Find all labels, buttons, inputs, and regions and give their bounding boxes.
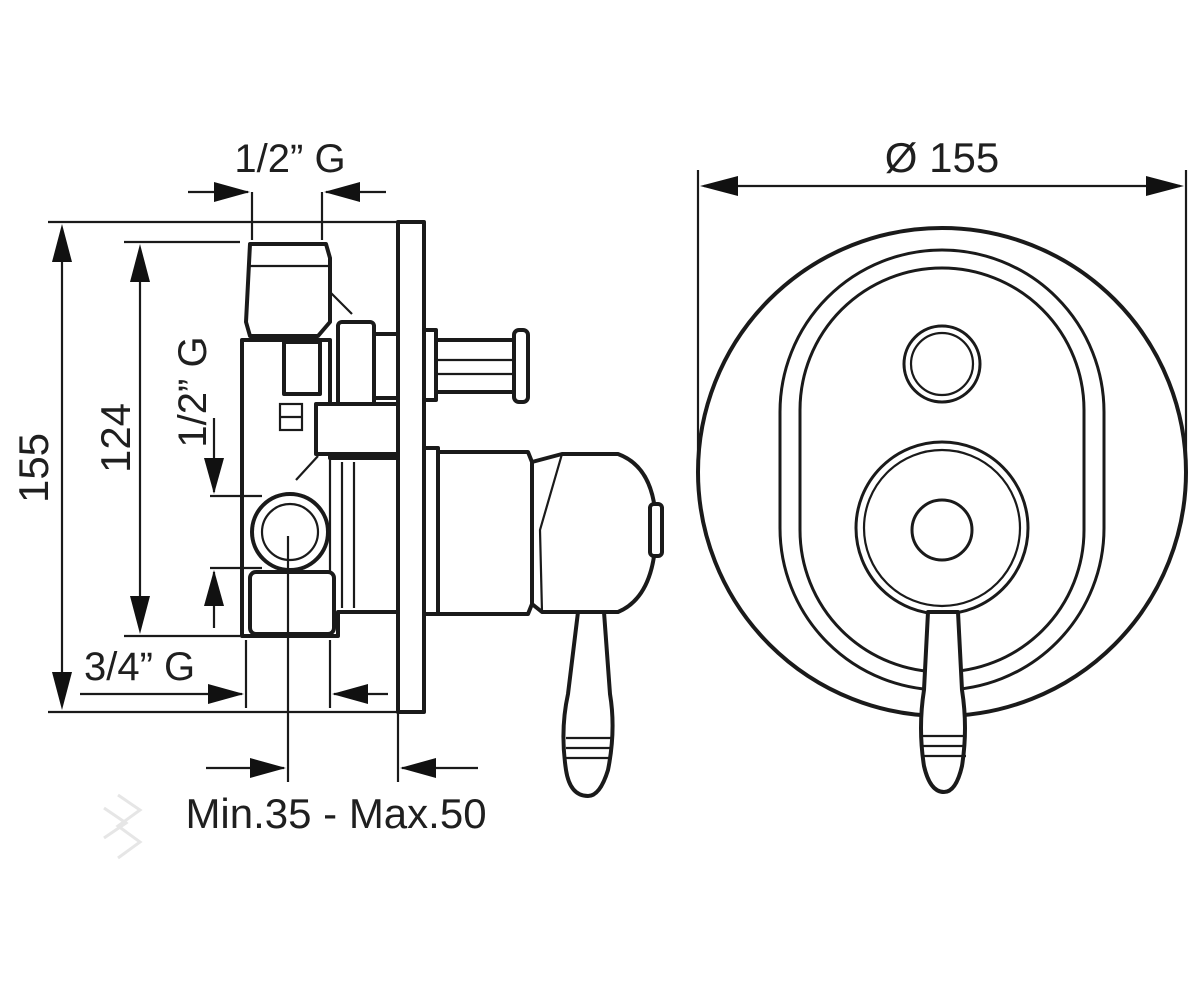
watermark-logo bbox=[103, 793, 143, 860]
dim-bottom-inlet: 3/4” G bbox=[84, 645, 195, 689]
diverter-cap bbox=[512, 328, 530, 404]
bottom-inlet-pipe bbox=[248, 570, 336, 636]
dim-wall-depth: Min.35 - Max.50 bbox=[185, 790, 486, 837]
lever-handle-front bbox=[919, 610, 967, 794]
lever-handle-side bbox=[561, 610, 615, 798]
dim-top-inlet: 1/2” G bbox=[234, 137, 345, 181]
lever-head bbox=[530, 452, 658, 614]
wall-plate bbox=[396, 220, 426, 714]
dim-inner-height: 124 bbox=[92, 403, 139, 473]
diverter-stem bbox=[434, 338, 516, 394]
mixer-hub bbox=[910, 498, 974, 562]
dim-diameter: Ø 155 bbox=[885, 134, 999, 181]
lever-sleeve bbox=[436, 450, 534, 616]
side-view: 155 124 1/2” G 1/2” G 3/4” G bbox=[10, 137, 664, 837]
diverter-knob bbox=[902, 324, 982, 404]
diverter-nut bbox=[336, 320, 376, 412]
front-view: Ø 155 bbox=[696, 134, 1188, 794]
top-inlet-pipe bbox=[244, 242, 332, 338]
diverter-block bbox=[282, 340, 322, 396]
outlet-ring bbox=[250, 492, 330, 572]
dim-side-outlet: 1/2” G bbox=[171, 336, 215, 447]
dim-total-height: 155 bbox=[10, 433, 57, 503]
